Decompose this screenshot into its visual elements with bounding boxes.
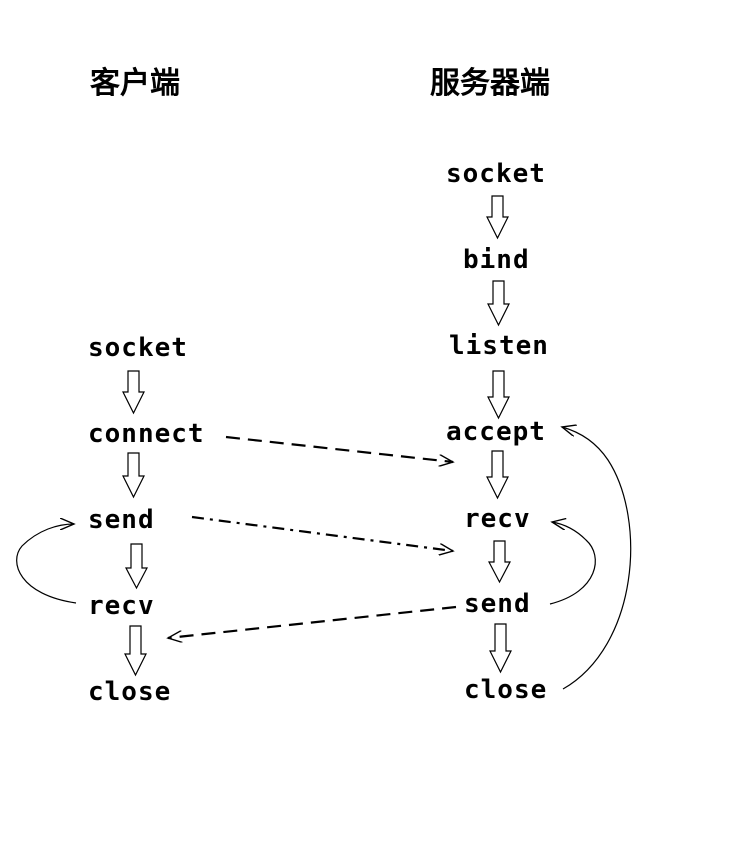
server-step-recv: recv xyxy=(464,504,531,534)
server-arrow-socket-to-bind xyxy=(486,195,509,240)
server-arrow-bind-to-listen xyxy=(487,280,510,327)
client-step-connect: connect xyxy=(88,419,205,449)
client-step-close: close xyxy=(88,677,172,707)
server-loop-close-to-accept xyxy=(562,427,632,690)
server-arrow-accept-to-recv xyxy=(486,450,509,500)
dashed-arrow-connect-to-accept xyxy=(225,435,453,462)
client-loop-recv-to-send xyxy=(16,524,77,604)
client-arrow-send-to-recv xyxy=(125,543,148,590)
client-arrow-socket-to-connect xyxy=(122,370,145,415)
server-heading: 服务器端 xyxy=(430,66,550,101)
client-step-send: send xyxy=(88,505,155,535)
dashdot-arrow-send-to-recv xyxy=(191,515,453,551)
server-step-bind: bind xyxy=(463,245,530,275)
server-step-close: close xyxy=(464,675,548,705)
client-arrow-connect-to-send xyxy=(122,452,145,499)
dashed-arrow-send-to-recv xyxy=(168,605,457,638)
server-arrow-listen-to-accept xyxy=(487,370,510,420)
server-arrow-recv-to-send xyxy=(488,540,511,584)
client-step-recv: recv xyxy=(88,591,155,621)
server-step-listen: listen xyxy=(449,331,549,361)
client-step-socket: socket xyxy=(88,333,188,363)
client-arrow-recv-to-close xyxy=(124,625,147,677)
server-step-send: send xyxy=(464,589,531,619)
client-heading: 客户端 xyxy=(90,66,180,101)
server-step-accept: accept xyxy=(446,417,546,447)
server-step-socket: socket xyxy=(446,159,546,189)
server-loop-send-to-recv xyxy=(549,522,596,605)
server-arrow-send-to-close xyxy=(489,623,512,674)
